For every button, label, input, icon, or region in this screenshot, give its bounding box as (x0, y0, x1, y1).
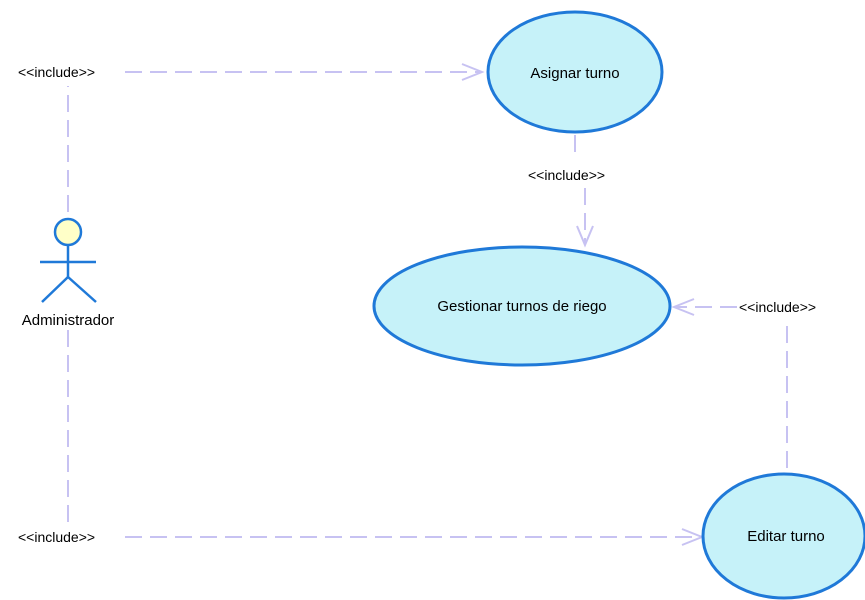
include-label: <<include>> (18, 529, 95, 545)
include-admin-editar: <<include>> (18, 330, 705, 546)
actor-administrador[interactable]: Administrador (22, 217, 115, 329)
include-label: <<include>> (18, 64, 95, 80)
actor-leg-icon (67, 276, 97, 303)
actor-head-icon (53, 217, 83, 247)
use-case-ellipse (701, 472, 865, 600)
include-admin-asignar: <<include>> (18, 63, 485, 212)
actor-label: Administrador (22, 312, 115, 329)
use-case-asignar-turno[interactable]: Asignar turno (486, 10, 664, 134)
use-case-label: Asignar turno (530, 65, 619, 82)
include-editar-gestionar: <<include>> (671, 298, 816, 468)
include-label: <<include>> (739, 299, 816, 315)
arrow-head-icon (576, 225, 594, 248)
use-case-editar-turno[interactable]: Editar turno (701, 472, 865, 600)
arrow-head-icon (671, 298, 695, 316)
use-case-label: Gestionar turnos de riego (437, 298, 606, 315)
arrow-head-icon (461, 63, 485, 81)
use-case-gestionar-turnos[interactable]: Gestionar turnos de riego (372, 245, 672, 367)
include-asignar-gestionar: <<include>> (528, 135, 605, 248)
actor-leg-icon (41, 276, 69, 303)
use-case-ellipse (372, 245, 672, 367)
use-case-ellipse (486, 10, 664, 134)
include-label: <<include>> (528, 167, 605, 183)
use-case-label: Editar turno (747, 528, 825, 545)
